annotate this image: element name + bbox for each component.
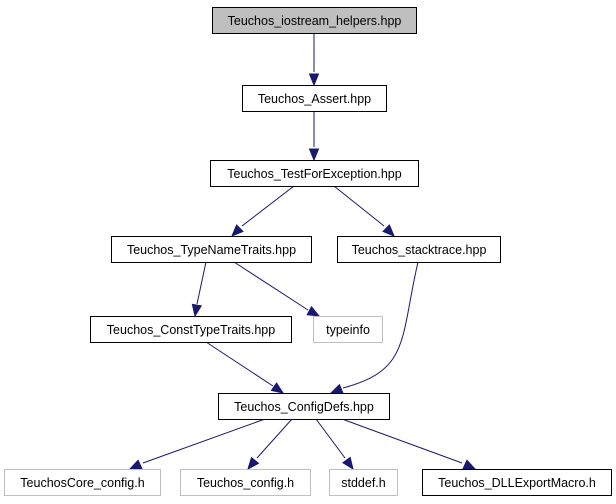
edge-configdefs-to-teuchos_config: [247, 418, 293, 471]
node-box: [4, 469, 161, 496]
edge-line: [256, 418, 293, 459]
arrowhead: [191, 303, 203, 318]
node-assert[interactable]: Teuchos_Assert.hpp: [242, 85, 387, 112]
node-box: [313, 316, 383, 343]
node-box: [422, 469, 612, 496]
arrowhead: [308, 148, 320, 162]
node-box: [329, 469, 398, 496]
arrowhead: [308, 73, 320, 87]
edge-stacktrace-to-configdefs: [329, 261, 419, 394]
node-box: [212, 7, 417, 34]
edge-typenametraits-to-consttypetraits: [191, 261, 207, 318]
edge-line: [333, 185, 385, 227]
node-box: [242, 85, 387, 112]
node-teuchos_config: Teuchos_config.h: [180, 469, 311, 496]
node-iostream_helpers[interactable]: Teuchos_iostream_helpers.hpp: [212, 7, 417, 34]
node-label: typeinfo: [326, 323, 370, 337]
node-label: Teuchos_iostream_helpers.hpp: [228, 14, 402, 28]
node-configdefs[interactable]: Teuchos_ConfigDefs.hpp: [218, 393, 390, 420]
edge-line: [341, 418, 463, 464]
node-testforexception[interactable]: Teuchos_TestForException.hpp: [210, 160, 419, 187]
arrowhead: [306, 305, 321, 317]
node-dllexport[interactable]: Teuchos_DLLExportMacro.h: [422, 469, 612, 496]
edge-line: [142, 418, 266, 464]
node-consttypetraits[interactable]: Teuchos_ConstTypeTraits.hpp: [90, 316, 292, 343]
node-label: Teuchos_ConfigDefs.hpp: [234, 400, 374, 414]
edges-layer: [128, 33, 477, 471]
edge-testforexception-to-stacktrace: [333, 185, 395, 237]
edge-iostream_helpers-to-assert: [308, 33, 320, 87]
edge-line: [205, 341, 274, 387]
edge-assert-to-testforexception: [308, 111, 320, 162]
node-label: Teuchos_config.h: [197, 476, 294, 490]
edge-configdefs-to-stddef: [315, 418, 354, 471]
node-box: [210, 160, 419, 187]
node-box: [337, 236, 501, 263]
node-typeinfo: typeinfo: [313, 316, 383, 343]
node-label: Teuchos_DLLExportMacro.h: [438, 476, 596, 490]
node-label: Teuchos_TypeNameTraits.hpp: [127, 243, 296, 257]
edge-testforexception-to-typenametraits: [231, 185, 295, 237]
arrowhead: [128, 459, 143, 470]
arrowhead: [270, 382, 285, 394]
edge-typenametraits-to-typeinfo: [233, 261, 321, 317]
nodes-layer: Teuchos_iostream_helpers.hppTeuchos_Asse…: [4, 7, 612, 496]
node-label: stddef.h: [341, 476, 386, 490]
node-stacktrace[interactable]: Teuchos_stacktrace.hpp: [337, 236, 501, 263]
edge-line: [196, 261, 207, 305]
edge-line: [233, 261, 309, 311]
node-box: [111, 236, 312, 263]
arrowhead: [231, 224, 244, 237]
node-box: [90, 316, 292, 343]
arrowhead: [247, 456, 260, 471]
edge-line: [241, 185, 295, 227]
arrowhead: [341, 456, 354, 471]
arrowhead: [329, 383, 344, 394]
edge-consttypetraits-to-configdefs: [205, 341, 285, 394]
node-label: Teuchos_Assert.hpp: [258, 92, 371, 106]
node-label: TeuchosCore_config.h: [20, 476, 144, 490]
node-label: Teuchos_TestForException.hpp: [227, 167, 401, 181]
arrowhead: [382, 224, 395, 237]
edge-configdefs-to-teuchoscore_config: [128, 418, 266, 470]
node-label: Teuchos_stacktrace.hpp: [352, 243, 487, 257]
node-teuchoscore_config: TeuchosCore_config.h: [4, 469, 161, 496]
edge-line: [315, 418, 346, 459]
node-stddef: stddef.h: [329, 469, 398, 496]
node-box: [180, 469, 311, 496]
node-box: [218, 393, 390, 420]
node-label: Teuchos_ConstTypeTraits.hpp: [107, 323, 275, 337]
edge-configdefs-to-dllexport: [341, 418, 477, 470]
edge-line: [342, 261, 419, 389]
node-typenametraits[interactable]: Teuchos_TypeNameTraits.hpp: [111, 236, 312, 263]
arrowhead: [462, 459, 477, 470]
